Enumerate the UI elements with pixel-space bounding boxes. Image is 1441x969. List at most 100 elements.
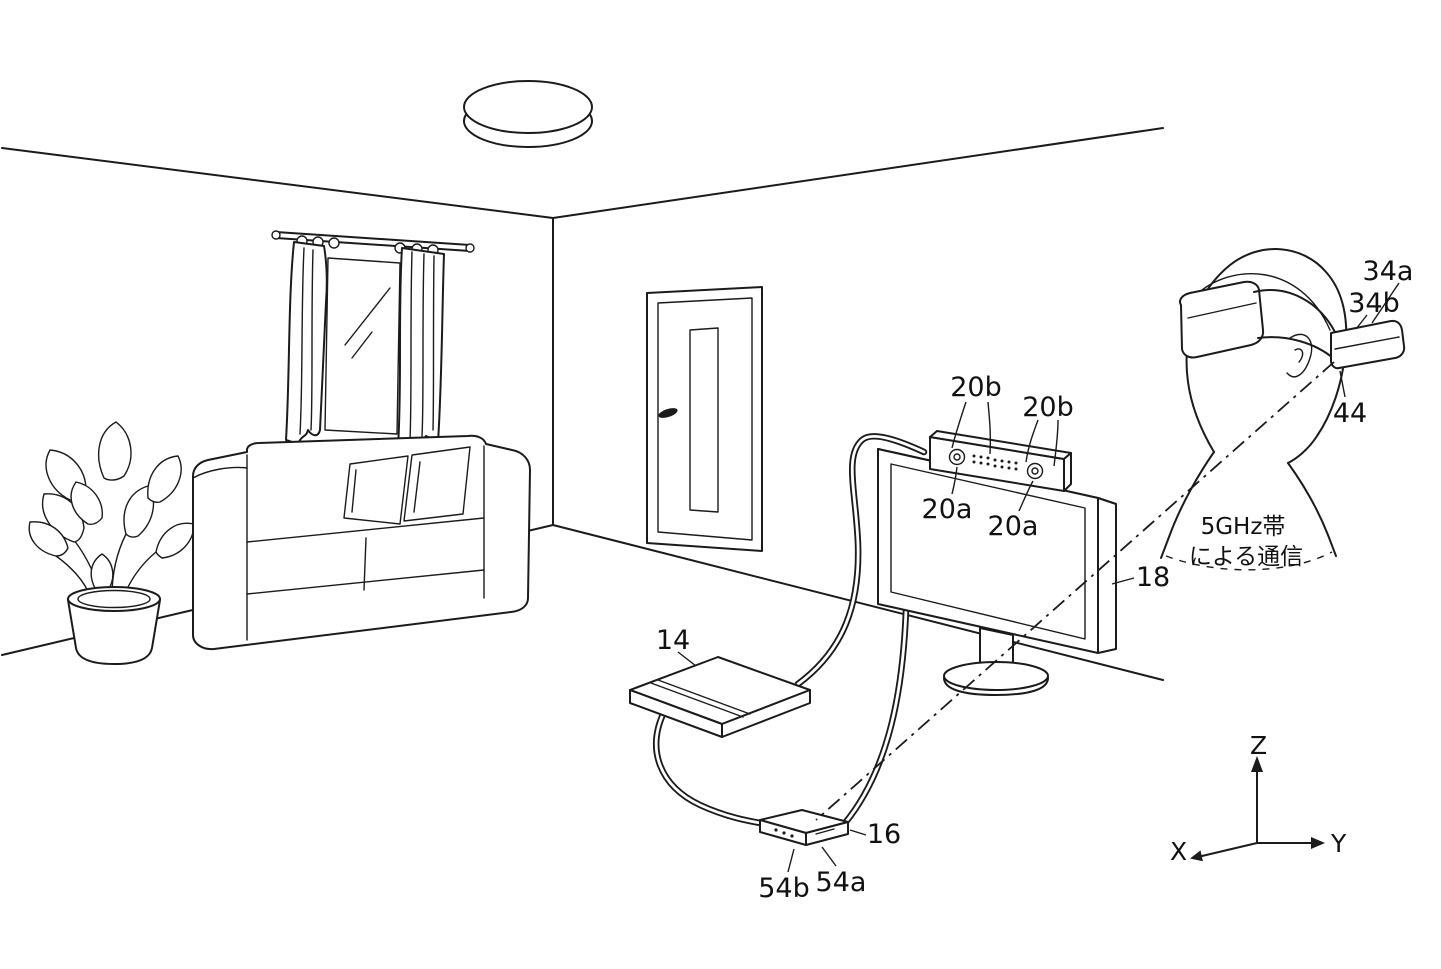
leader-44 bbox=[1339, 370, 1346, 398]
label-20b-left: 20b bbox=[950, 372, 1002, 403]
leader-20b-right bbox=[1025, 419, 1039, 463]
ear-inner bbox=[1294, 348, 1304, 363]
label-14: 14 bbox=[656, 625, 690, 656]
axis-y-arrowhead bbox=[1311, 837, 1325, 849]
couch-pillow-fold bbox=[351, 469, 357, 513]
curtain-fold bbox=[299, 247, 305, 435]
cables bbox=[653, 433, 928, 828]
leader-20b-left-2 bbox=[987, 401, 992, 455]
label-54a: 54a bbox=[816, 867, 867, 898]
label-comm-line1: 5GHz帯 bbox=[1201, 514, 1286, 540]
window-reflection bbox=[351, 331, 373, 359]
plant-pot-rim-inner bbox=[77, 589, 151, 609]
window-pane bbox=[324, 257, 401, 435]
plant-leaf bbox=[28, 521, 69, 557]
ear bbox=[1286, 333, 1313, 378]
label-18: 18 bbox=[1136, 562, 1170, 593]
leader-18 bbox=[1111, 577, 1135, 585]
console-front-right-face bbox=[721, 689, 811, 738]
unit-button bbox=[790, 834, 794, 838]
curtain-fold bbox=[421, 253, 425, 437]
leader-20b-left bbox=[951, 401, 967, 449]
curtain-rod-end bbox=[465, 243, 475, 253]
leader-54a bbox=[821, 846, 837, 867]
axis-x-label: X bbox=[1170, 837, 1187, 866]
game-console bbox=[629, 656, 811, 738]
hmd-side-strap-upper bbox=[1253, 289, 1337, 335]
unit-button bbox=[782, 831, 786, 835]
tv-side-face bbox=[1097, 497, 1117, 654]
door-panel bbox=[689, 327, 719, 513]
reference-labels: 34a 34b 44 20b 20b 20a 20a 18 14 16 54b … bbox=[656, 256, 1414, 904]
torso-right bbox=[1287, 462, 1337, 557]
leader-34b bbox=[1355, 314, 1368, 330]
plant-leaf bbox=[155, 522, 195, 559]
camera-lens-left-inner bbox=[953, 453, 961, 461]
couch-pillow bbox=[343, 455, 409, 525]
leader-20b-right-2 bbox=[1053, 419, 1059, 467]
hmd-rear-unit-seam bbox=[1334, 336, 1400, 350]
curtain-rod-end bbox=[271, 230, 281, 240]
couch-cushion-divider bbox=[363, 537, 367, 591]
curtain-rod bbox=[275, 231, 471, 246]
cable-console-to-unit-core bbox=[655, 710, 768, 826]
axis-y-label: Y bbox=[1330, 829, 1347, 858]
cable-console-to-camera-core bbox=[796, 435, 926, 686]
curtain-fold bbox=[310, 249, 314, 431]
axis-x-line bbox=[1201, 842, 1258, 857]
console-seam bbox=[657, 679, 751, 715]
door-inner-frame bbox=[657, 297, 753, 541]
curtain-right bbox=[397, 247, 445, 451]
plant-pot bbox=[67, 599, 161, 665]
sensor-bar-led-dots bbox=[972, 454, 1018, 471]
door-knob bbox=[658, 408, 678, 418]
tv-stand-base-side bbox=[943, 677, 1049, 696]
plant-leaf bbox=[70, 481, 103, 525]
leader-16 bbox=[849, 829, 867, 836]
plant-leaf bbox=[123, 485, 155, 538]
plant-leaf bbox=[147, 455, 182, 503]
sensor-bar-end bbox=[1063, 452, 1072, 492]
window-reflection bbox=[344, 287, 391, 346]
camera-lens-left bbox=[948, 448, 966, 466]
label-20b-right: 20b bbox=[1022, 392, 1074, 423]
door bbox=[646, 286, 763, 552]
axis-x-arrowhead bbox=[1190, 850, 1203, 862]
camera-lens-right bbox=[1026, 462, 1044, 480]
torso-bottom-sketch bbox=[1165, 551, 1333, 571]
comm-dashdot-line bbox=[815, 361, 1335, 821]
hmd-side-strap-lower bbox=[1257, 336, 1334, 359]
torso-left bbox=[1160, 451, 1215, 559]
label-34a: 34a bbox=[1363, 256, 1414, 287]
potted-plant bbox=[28, 421, 195, 665]
leader-54b bbox=[787, 848, 795, 873]
camera-lens-right-inner bbox=[1031, 467, 1039, 475]
label-16: 16 bbox=[867, 819, 901, 850]
axis-z-arrowhead bbox=[1251, 756, 1263, 772]
processing-unit bbox=[759, 809, 849, 846]
label-comm-line2: による通信 bbox=[1189, 544, 1303, 570]
axis-z-label: Z bbox=[1250, 731, 1267, 760]
plant-leaf bbox=[97, 421, 132, 481]
tv-screen bbox=[890, 463, 1086, 640]
label-20a-right: 20a bbox=[988, 511, 1039, 542]
camera-sensor-bar bbox=[929, 430, 1072, 492]
cable-tv-to-unit bbox=[841, 606, 910, 827]
head-outline bbox=[1185, 248, 1348, 464]
couch-left-arm-roll bbox=[192, 466, 248, 479]
ceiling-light-top bbox=[463, 80, 593, 134]
label-54b: 54b bbox=[758, 873, 810, 904]
tv-stand-base bbox=[943, 661, 1049, 691]
curtain-fold bbox=[409, 251, 413, 441]
ceiling-edge bbox=[1, 127, 1164, 219]
couch-pillow-fold bbox=[413, 461, 421, 513]
cable-tv-to-unit-core bbox=[843, 608, 908, 825]
ceiling-light bbox=[463, 80, 593, 148]
door-frame bbox=[646, 286, 763, 552]
unit-slot bbox=[815, 828, 835, 835]
couch-pillow bbox=[403, 446, 471, 522]
couch-seat-front-line bbox=[246, 569, 485, 595]
coordinate-axes: Z X Y bbox=[1170, 731, 1347, 866]
